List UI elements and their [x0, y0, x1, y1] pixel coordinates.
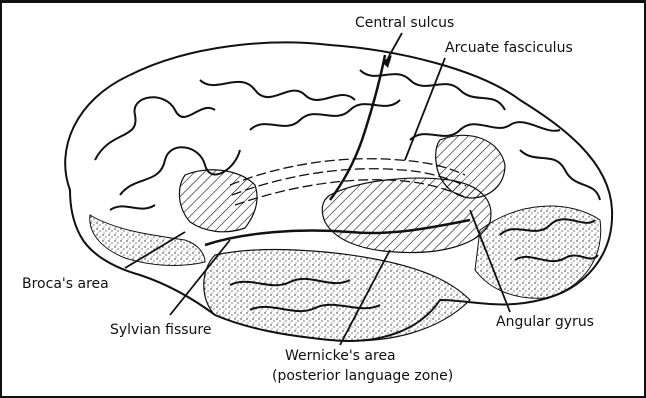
- label-central-sulcus: Central sulcus: [355, 15, 454, 31]
- label-angular-gyrus: Angular gyrus: [496, 314, 594, 330]
- label-brocas-area: Broca's area: [22, 276, 109, 292]
- label-arcuate-fasciculus: Arcuate fasciculus: [445, 40, 573, 56]
- label-posterior-language-zone: (posterior language zone): [272, 368, 453, 384]
- label-wernickes-area: Wernicke's area: [285, 348, 396, 364]
- label-sylvian-fissure: Sylvian fissure: [110, 322, 211, 338]
